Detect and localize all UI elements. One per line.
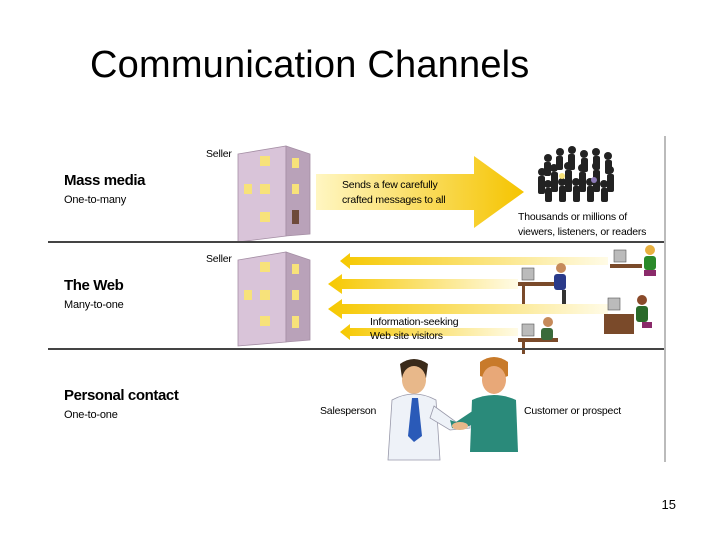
- customer-figure: [450, 357, 518, 452]
- right-border: [664, 136, 666, 462]
- row-title-mass-media: Mass media: [64, 172, 146, 189]
- computer-user-icon-3: [610, 245, 656, 276]
- figure-illustrations: [237, 145, 656, 461]
- audience-line-1: Thousands or millions of: [518, 211, 628, 223]
- seller-building-icon-1: [237, 145, 311, 243]
- broadcast-arrow: [316, 156, 524, 228]
- row-subtitle-mass-media: One-to-many: [64, 194, 126, 206]
- message-line-1: Sends a few carefully: [342, 179, 438, 191]
- crowd-icon: [538, 146, 614, 202]
- row-title-personal-contact: Personal contact: [64, 387, 179, 404]
- seller-label-1: Seller: [206, 148, 232, 160]
- customer-label: Customer or prospect: [524, 405, 621, 417]
- computer-user-icon-4: [604, 295, 652, 334]
- row-title-the-web: The Web: [64, 277, 124, 294]
- salesperson-figure: [387, 359, 471, 461]
- seller-label-2: Seller: [206, 253, 232, 265]
- salesperson-label: Salesperson: [320, 405, 377, 417]
- divider-top: [48, 241, 666, 243]
- slide-title: Communication Channels: [90, 44, 530, 86]
- visitors-line-2: Web site visitors: [370, 330, 443, 342]
- divider-bottom: [48, 348, 666, 350]
- seller-building-icon-2: [237, 251, 311, 347]
- message-line-2: crafted messages to all: [342, 194, 446, 206]
- audience-line-2: viewers, listeners, or readers: [518, 226, 647, 238]
- row-subtitle-the-web: Many-to-one: [64, 299, 124, 311]
- computer-user-icon-2: [518, 317, 558, 354]
- page-number: 15: [661, 497, 676, 512]
- row-subtitle-personal-contact: One-to-one: [64, 409, 118, 421]
- computer-user-icon-1: [518, 263, 566, 304]
- visitors-line-1: Information-seeking: [370, 316, 459, 328]
- communication-channels-figure: Mass media One-to-many Seller Sends a fe…: [48, 136, 666, 462]
- inbound-arrows: [328, 253, 608, 340]
